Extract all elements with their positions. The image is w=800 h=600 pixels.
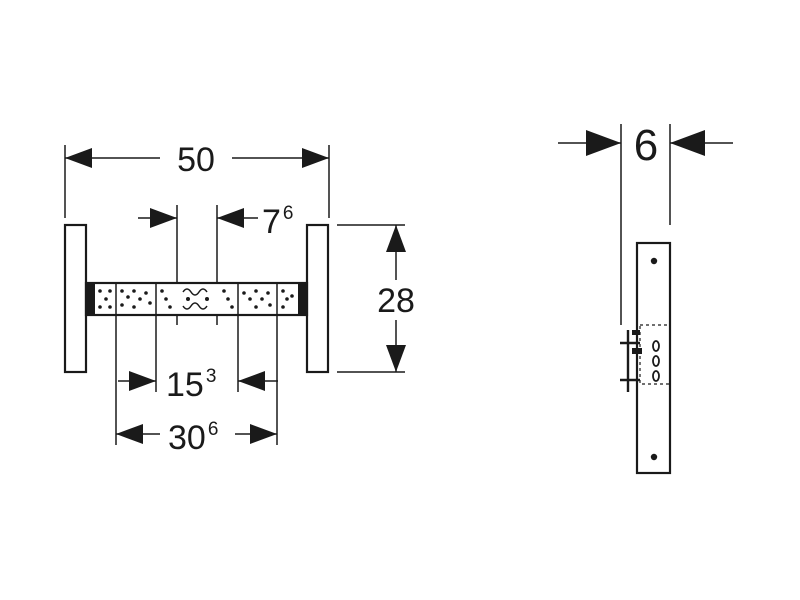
dimension-153-base: 15 xyxy=(166,366,204,404)
rail-clip xyxy=(620,330,640,392)
arrow-left-icon xyxy=(65,148,92,168)
rail-body xyxy=(84,281,309,317)
rail-perforations xyxy=(98,288,294,310)
dimension-label-6: 6 xyxy=(634,121,658,170)
arrow-in-right-icon xyxy=(238,371,265,391)
rail-cross-section xyxy=(620,324,671,396)
dimension-306-superscript: 6 xyxy=(208,419,219,440)
arrow-left-icon xyxy=(116,424,143,444)
dimension-153-superscript: 3 xyxy=(206,366,217,387)
dimension-label-28: 28 xyxy=(377,282,415,320)
arrow-right-icon xyxy=(250,424,277,444)
dimension-76-base: 7 xyxy=(262,203,281,241)
rail-hole xyxy=(652,370,660,382)
arrow-down-icon xyxy=(386,345,406,372)
rail-end-left xyxy=(86,283,95,315)
dimension-depth: 6 xyxy=(558,121,733,325)
dimension-306-base: 30 xyxy=(168,419,206,457)
arrow-right-icon xyxy=(302,148,329,168)
rail-hole xyxy=(652,355,660,367)
arrow-up-icon xyxy=(386,225,406,252)
right-mounting-plate xyxy=(305,223,330,374)
rail-end-right xyxy=(298,283,307,315)
dimension-overall-width: 50 xyxy=(64,141,330,218)
screw-hole-top xyxy=(650,257,658,265)
perforated-rail xyxy=(84,281,309,317)
dimension-76-superscript: 6 xyxy=(283,203,294,224)
clip-detail xyxy=(632,348,642,354)
arrow-in-left-icon xyxy=(150,208,177,228)
dimension-height: 28 xyxy=(337,224,415,373)
dimension-label-50: 50 xyxy=(177,141,215,179)
rail-slot xyxy=(182,302,208,310)
arrow-in-right-icon xyxy=(217,208,244,228)
arrow-in-left-icon xyxy=(129,371,156,391)
rail-hole xyxy=(652,340,660,352)
clip-detail xyxy=(632,330,640,335)
arrow-in-right-icon xyxy=(586,130,621,156)
rail-profile-dashed xyxy=(639,324,671,385)
left-mounting-plate xyxy=(63,223,88,374)
rail-slot xyxy=(182,288,208,296)
arrow-in-left-icon xyxy=(670,130,705,156)
screw-hole-bottom xyxy=(650,453,658,461)
side-view: 6 xyxy=(558,121,733,475)
